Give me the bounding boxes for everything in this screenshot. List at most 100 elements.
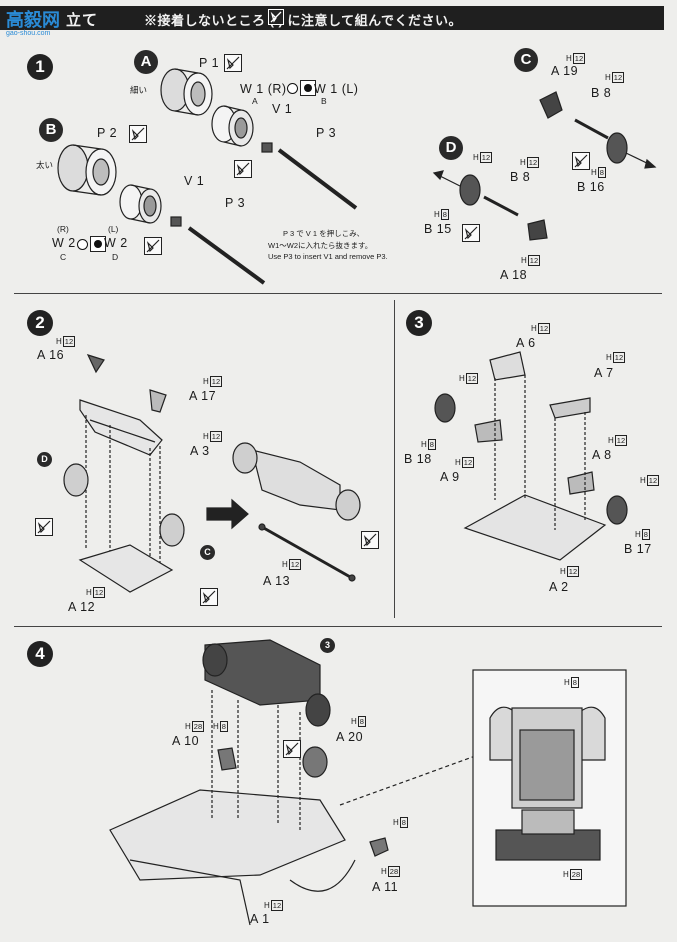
- header-title: 立て: [66, 12, 99, 29]
- label-b15: B 15: [424, 222, 452, 236]
- label-w2l: W 2: [104, 236, 128, 250]
- paired-dot-icon: [77, 236, 106, 252]
- label-a19: A 19: [551, 64, 579, 78]
- label-p3-b: P 3: [225, 196, 246, 210]
- label-a6: A 6: [516, 336, 536, 350]
- group-c-marker: C: [514, 48, 538, 72]
- no-glue-icon: [361, 531, 379, 549]
- label-w2r-sub: C: [60, 252, 67, 262]
- divider-step1: [14, 293, 662, 294]
- label-a16: A 16: [37, 348, 65, 362]
- divider-step2-3: [394, 300, 395, 618]
- label-a9: A 9: [440, 470, 460, 484]
- no-glue-icon: [572, 152, 590, 170]
- note-jp-2: W1～W2に入れたら抜きます。: [268, 241, 373, 250]
- label-thick-note: 太い: [36, 160, 54, 170]
- step-1-number: 1: [27, 54, 53, 80]
- label-p3-a: P 3: [316, 126, 337, 140]
- no-glue-icon: [144, 237, 162, 255]
- watermark: 高毅网 gao-shou.com: [2, 4, 76, 38]
- label-w2l-top: (L): [108, 224, 119, 234]
- label-p2: P 2: [97, 126, 118, 140]
- label-w1r: W 1 (R): [240, 82, 287, 96]
- label-a20: A 20: [336, 730, 364, 744]
- no-glue-icon: [268, 9, 284, 25]
- no-glue-icon: [462, 224, 480, 242]
- note-jp: P 3 で V 1 を押しこみ、: [283, 229, 365, 238]
- group-d-marker: D: [439, 136, 463, 160]
- divider-step3: [14, 626, 662, 627]
- label-b8-c: B 8: [591, 86, 612, 100]
- label-a2: A 2: [549, 580, 569, 594]
- marker-c: C: [200, 545, 215, 560]
- label-a7: A 7: [594, 366, 614, 380]
- label-a1: A 1: [250, 912, 270, 926]
- note-en: Use P3 to insert V1 and remove P3.: [268, 252, 388, 261]
- label-v1-b: V 1: [184, 174, 205, 188]
- no-glue-icon: [283, 740, 301, 758]
- label-a10: A 10: [172, 734, 200, 748]
- label-a12: A 12: [68, 600, 96, 614]
- step-3-number: 3: [406, 310, 432, 336]
- label-a8: A 8: [592, 448, 612, 462]
- label-a17: A 17: [189, 389, 217, 403]
- label-b18: B 18: [404, 452, 432, 466]
- step-2-number: 2: [27, 310, 53, 336]
- label-p1: P 1: [199, 56, 220, 70]
- marker-d: D: [37, 452, 52, 467]
- label-b17: B 17: [624, 542, 652, 556]
- no-glue-icon: [129, 125, 147, 143]
- header-note: ※接着しないところ ( ) に注意して組んでください。: [144, 13, 462, 28]
- group-a-marker: A: [134, 50, 158, 74]
- label-v1-a: V 1: [272, 102, 293, 116]
- group-b-marker: B: [39, 118, 63, 142]
- label-w2r-top: (R): [57, 224, 69, 234]
- label-w1l-sub: B: [321, 96, 327, 106]
- label-w1l: W 1 (L): [314, 82, 359, 96]
- no-glue-icon: [200, 588, 218, 606]
- step-4-number: 4: [27, 641, 53, 667]
- label-w1r-sub: A: [252, 96, 258, 106]
- no-glue-icon: [35, 518, 53, 536]
- paired-dot-icon: [287, 80, 316, 96]
- label-w2r: W 2: [52, 236, 76, 250]
- step-3-reference: 3: [320, 638, 335, 653]
- label-thin-note: 細い: [130, 85, 148, 95]
- label-b16: B 16: [577, 180, 605, 194]
- label-a13: A 13: [263, 574, 291, 588]
- no-glue-icon: [224, 54, 242, 72]
- label-a18: A 18: [500, 268, 528, 282]
- watermark-url: gao-shou.com: [6, 30, 51, 37]
- no-glue-icon: [234, 160, 252, 178]
- label-w2l-sub: D: [112, 252, 119, 262]
